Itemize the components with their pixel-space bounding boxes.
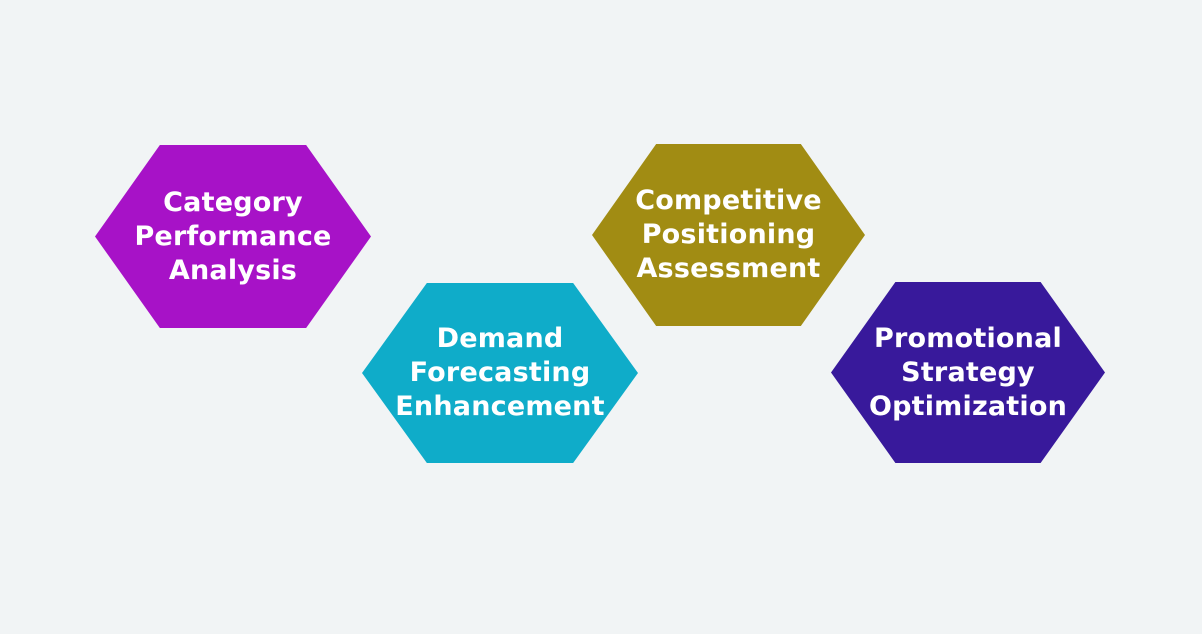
- hexagon-competitive-positioning-assessment: Competitive Positioning Assessment: [592, 144, 865, 326]
- hexagon-label: Category Performance Analysis: [134, 186, 331, 288]
- hexagon-label-line: Assessment: [636, 253, 821, 284]
- hexagon-label-line: Competitive: [635, 185, 822, 216]
- hexagon-category-performance-analysis: Category Performance Analysis: [95, 145, 371, 328]
- hexagon-label: Competitive Positioning Assessment: [635, 184, 822, 286]
- hexagon-label-line: Enhancement: [395, 391, 605, 422]
- hexagon-label: Demand Forecasting Enhancement: [395, 322, 604, 424]
- hexagon-label-line: Analysis: [168, 254, 298, 286]
- hexagon-label: Promotional Strategy Optimization: [869, 322, 1067, 424]
- hexagon-label-line: Forecasting: [409, 357, 591, 388]
- hexagon-label-line: Optimization: [868, 390, 1068, 422]
- hexagon-label-line: Promotional: [874, 322, 1062, 354]
- hexagon-label-line: Category: [163, 186, 303, 218]
- hexagon-label-line: Demand: [436, 323, 564, 354]
- hexagon-label-line: Performance: [134, 220, 332, 252]
- hexagon-label-line: Positioning: [641, 219, 816, 250]
- hexagon-promotional-strategy-optimization: Promotional Strategy Optimization: [831, 282, 1105, 463]
- hexagon-label-line: Strategy: [901, 356, 1035, 388]
- hexagon-demand-forecasting-enhancement: Demand Forecasting Enhancement: [362, 283, 638, 463]
